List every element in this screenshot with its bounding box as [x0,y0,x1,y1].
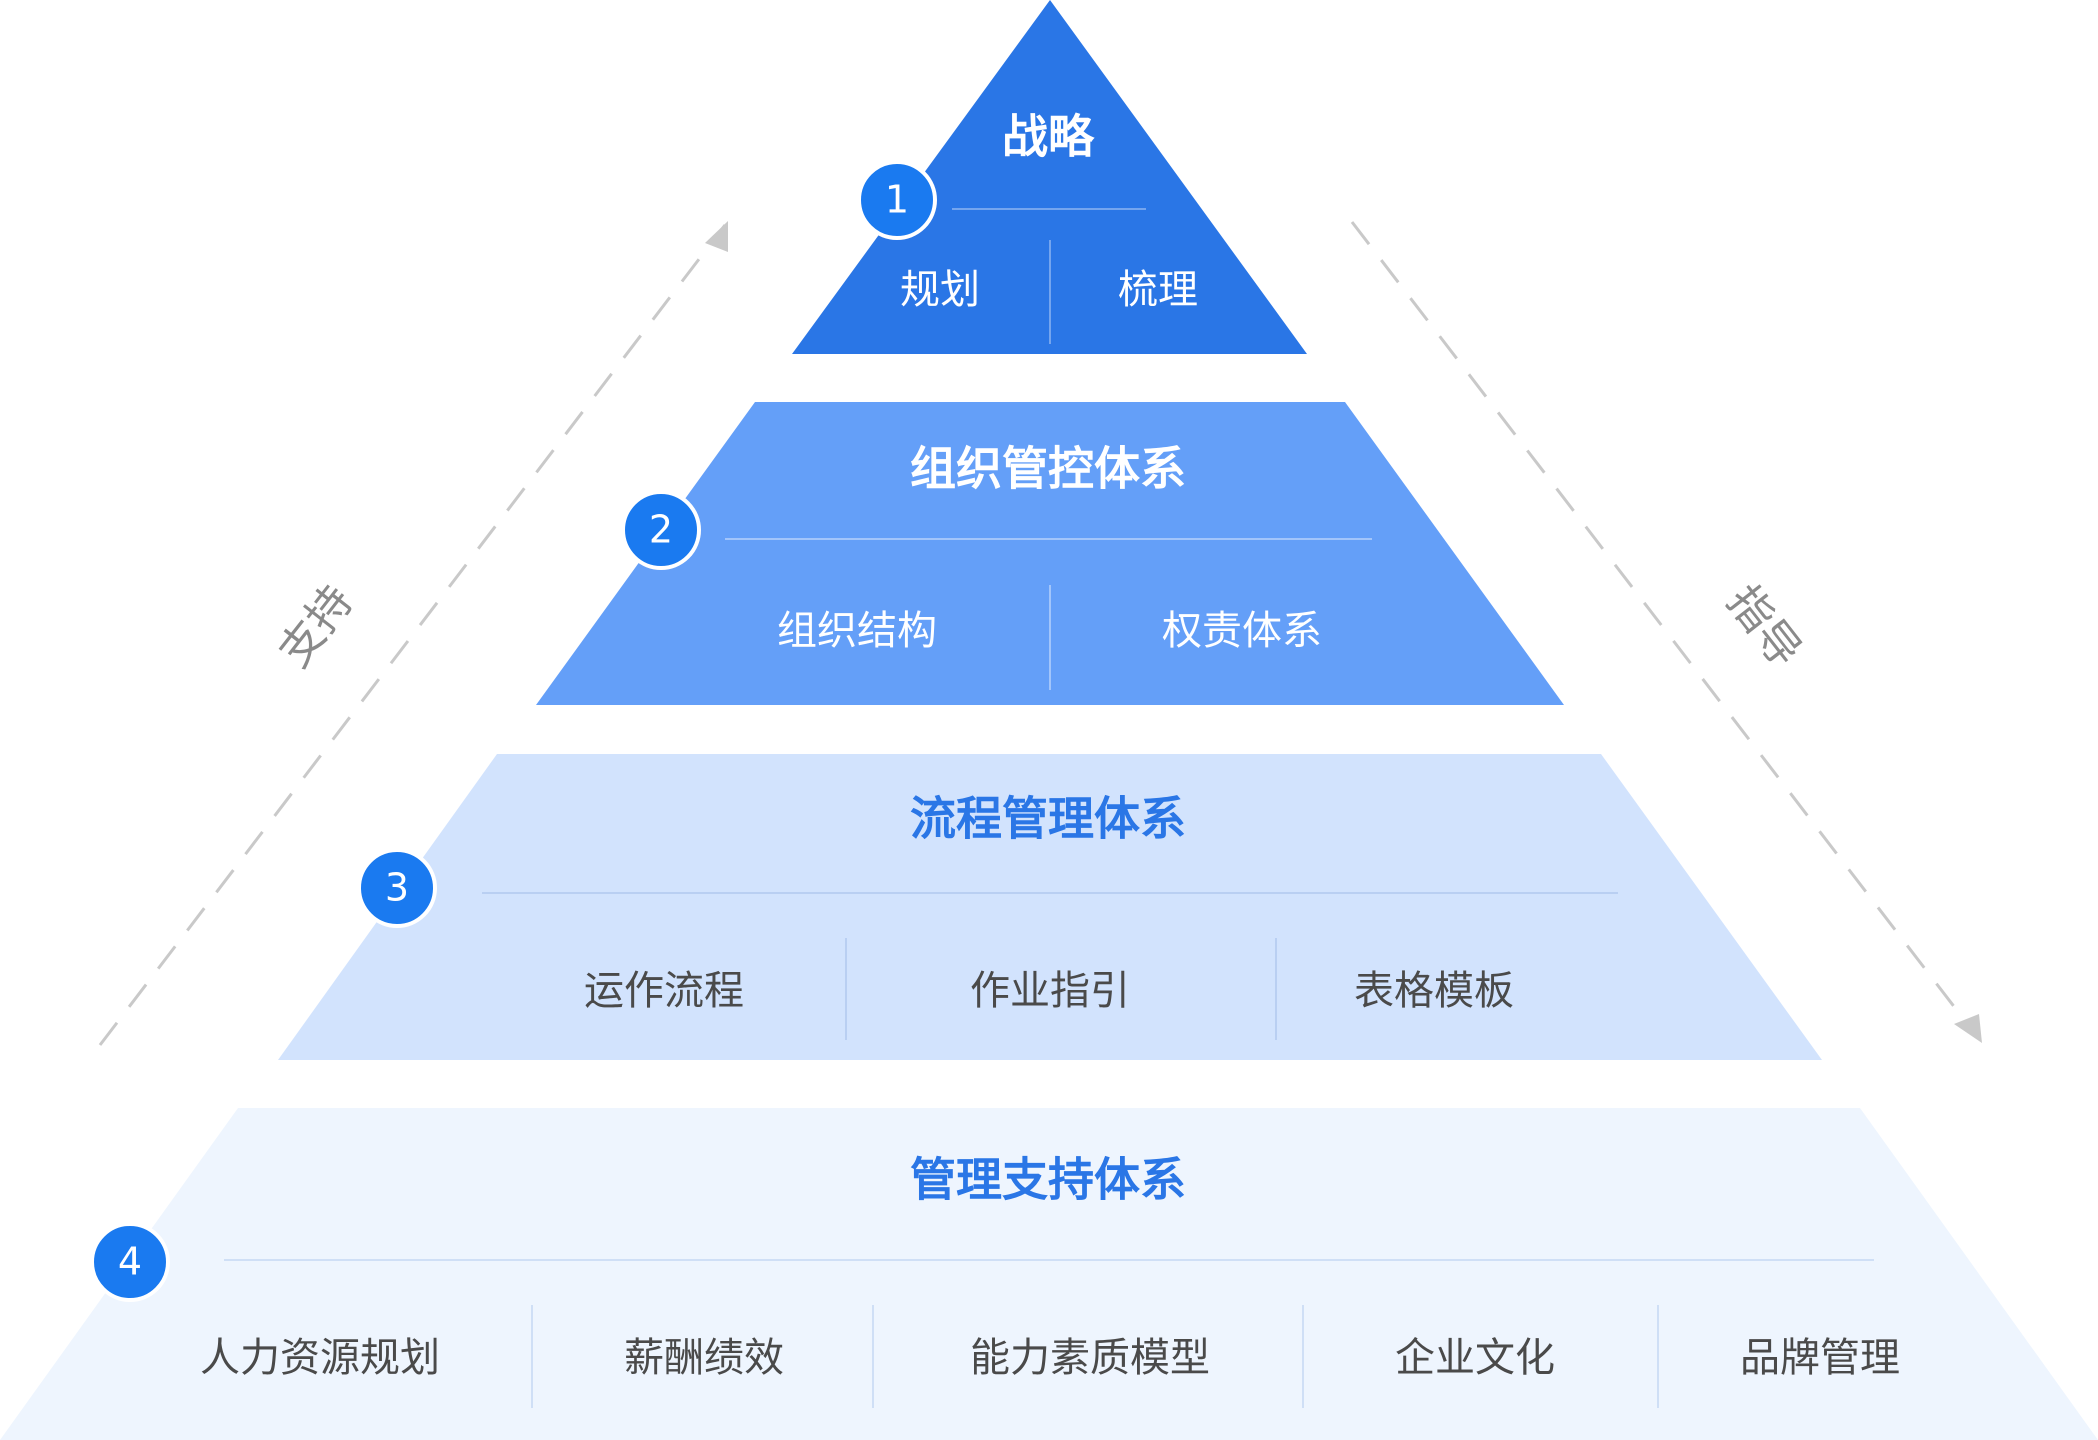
tier-3-item: 作业指引 [970,968,1130,1014]
tier-support: 管理支持体系 人力资源规划 薪酬绩效 能力素质模型 企业文化 品牌管理 4 [0,1108,2098,1440]
guide-arrow [1350,221,1974,1031]
badge-3: 3 [357,848,437,928]
tier-4-title: 管理支持体系 [910,1153,1186,1207]
badge-2: 2 [621,490,701,570]
tier-2-shape [536,402,1564,705]
badge-1-number: 1 [885,178,909,222]
badge-1: 1 [857,160,937,240]
tier-3-item: 表格模板 [1354,968,1514,1014]
badge-4: 4 [90,1222,170,1302]
tier-organization: 组织管控体系 组织结构 权责体系 2 [536,402,1564,705]
tier-2-title: 组织管控体系 [910,442,1186,496]
tier-1-shape [792,0,1307,354]
tier-4-shape [0,1108,2098,1440]
support-arrow-head [705,221,728,252]
guide-arrow-head [1954,1014,1982,1043]
tier-2-item: 权责体系 [1162,608,1322,654]
tier-3-item: 运作流程 [584,968,744,1014]
tier-1-item: 梳理 [1118,267,1198,313]
tier-4-item: 品牌管理 [1740,1335,1900,1381]
tier-4-item: 能力素质模型 [970,1335,1210,1381]
tier-3-shape [278,754,1822,1060]
badge-4-number: 4 [118,1240,142,1284]
tier-4-item: 企业文化 [1395,1335,1555,1381]
tier-4-item: 人力资源规划 [200,1335,440,1381]
support-label: 支持 [269,576,363,677]
tier-4-item: 薪酬绩效 [624,1335,784,1381]
tier-process: 流程管理体系 运作流程 作业指引 表格模板 3 [278,754,1822,1060]
tier-1-item: 规划 [900,267,980,313]
support-arrow [98,224,727,1046]
badge-3-number: 3 [385,866,409,910]
tier-1-title: 战略 [1002,110,1095,164]
badge-2-number: 2 [649,508,673,552]
tier-strategy: 战略 规划 梳理 1 [792,0,1307,354]
tier-3-title: 流程管理体系 [910,792,1186,846]
guide-label: 指导 [1717,576,1811,677]
tier-2-item: 组织结构 [777,608,937,654]
